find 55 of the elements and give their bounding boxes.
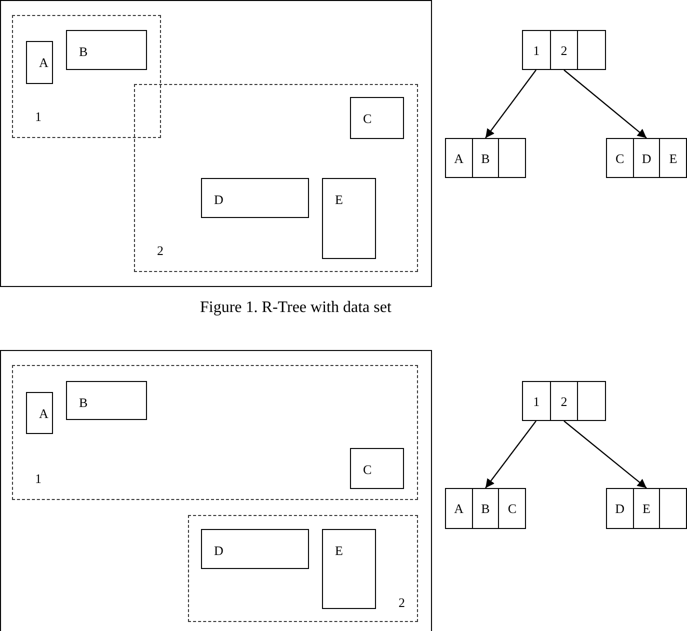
data-rectangle bbox=[66, 381, 147, 420]
entry-label: 2 bbox=[560, 394, 568, 408]
entry-label: C bbox=[508, 502, 517, 515]
entry-label: B bbox=[481, 152, 490, 164]
arrow bbox=[485, 70, 536, 138]
data-rectangle bbox=[322, 529, 376, 609]
figure-frame bbox=[0, 350, 432, 631]
entry-label: D bbox=[642, 152, 652, 164]
entry-label: A bbox=[454, 502, 464, 515]
data-rectangle bbox=[66, 30, 147, 70]
arrow bbox=[485, 420, 536, 488]
data-rectangle bbox=[350, 97, 404, 139]
arrow bbox=[564, 420, 647, 488]
tree-node bbox=[606, 488, 687, 529]
rectangle-label: E bbox=[335, 544, 343, 557]
entry-label: E bbox=[642, 502, 650, 515]
data-rectangle bbox=[322, 178, 376, 259]
entry-label: A bbox=[454, 152, 464, 164]
entry-label: B bbox=[481, 502, 490, 515]
entry-label: D bbox=[615, 502, 625, 515]
region-label: 2 bbox=[398, 596, 405, 609]
data-rectangle bbox=[201, 178, 309, 218]
entry-label: 1 bbox=[533, 44, 540, 56]
region-label: 1 bbox=[35, 472, 42, 485]
tree-node bbox=[522, 30, 606, 70]
rectangle-label: A bbox=[39, 56, 48, 69]
rectangle-label: A bbox=[39, 407, 48, 420]
entry-label: C bbox=[616, 152, 624, 164]
tree-node bbox=[606, 138, 687, 178]
bounding-region bbox=[188, 515, 418, 622]
data-rectangle bbox=[201, 529, 309, 569]
rectangle-label: D bbox=[214, 193, 224, 206]
rectangle-label: C bbox=[363, 463, 372, 476]
tree-node bbox=[445, 138, 526, 178]
bounding-region bbox=[12, 15, 161, 138]
tree-node bbox=[445, 488, 526, 529]
figure-frame bbox=[0, 0, 432, 287]
rectangle-label: E bbox=[335, 193, 343, 206]
rectangle-label: B bbox=[79, 45, 88, 58]
bounding-region bbox=[134, 84, 418, 272]
entry-label: 2 bbox=[560, 44, 568, 56]
rectangle-label: D bbox=[214, 544, 224, 557]
data-rectangle bbox=[26, 392, 53, 434]
rectangle-label: C bbox=[363, 112, 372, 125]
bounding-region bbox=[12, 365, 418, 500]
arrow bbox=[564, 70, 647, 138]
region-label: 1 bbox=[35, 110, 42, 123]
entry-label: 1 bbox=[533, 394, 540, 408]
region-label: 2 bbox=[157, 244, 164, 257]
entry-label: E bbox=[669, 152, 678, 164]
data-rectangle bbox=[350, 448, 404, 489]
figure-caption: Figure 1. R-Tree with data set bbox=[200, 299, 392, 317]
rectangle-label: B bbox=[79, 396, 88, 409]
data-rectangle bbox=[26, 41, 53, 84]
tree-node bbox=[522, 381, 606, 421]
